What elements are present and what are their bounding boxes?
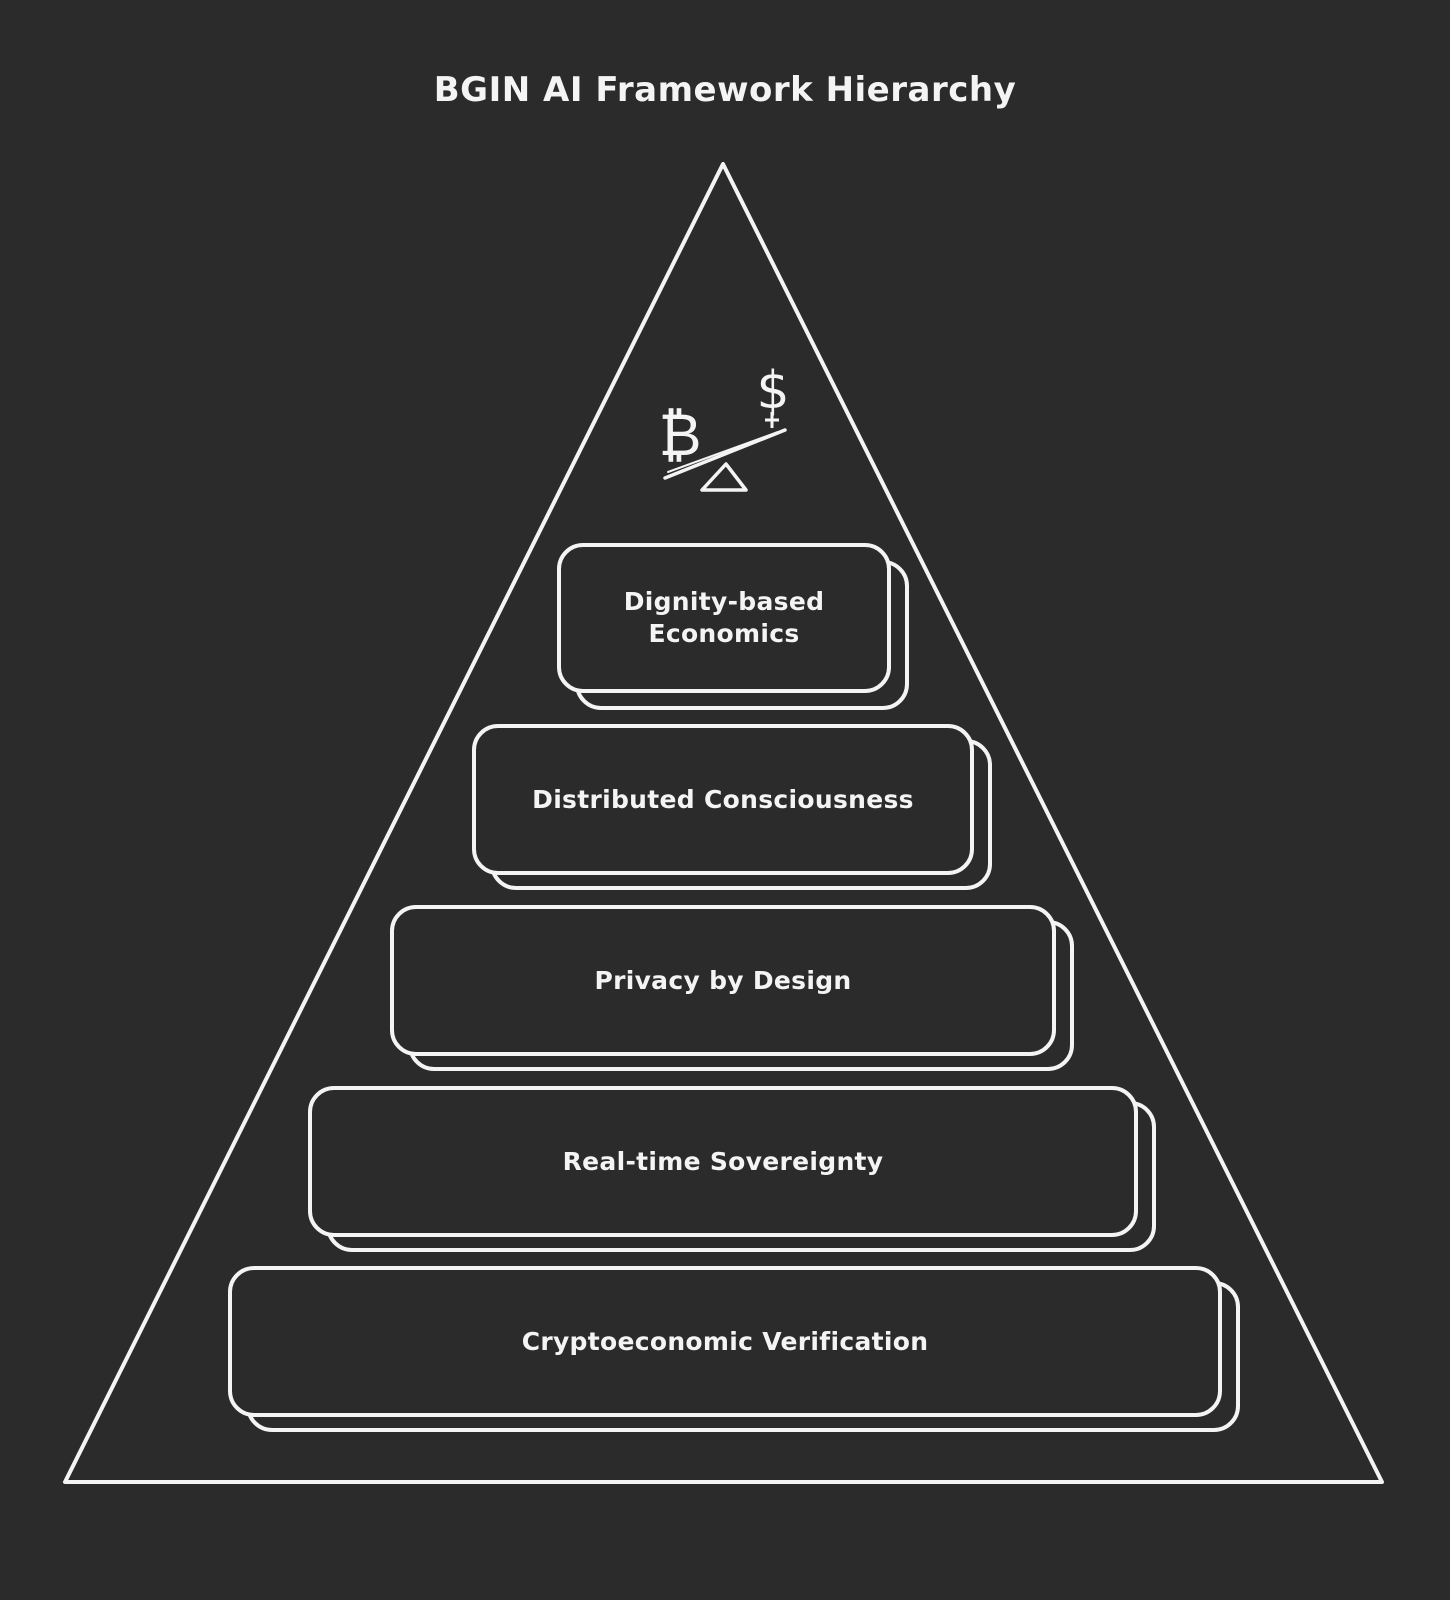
tier-label-privacy-by-design: Privacy by Design — [392, 907, 1054, 1054]
tier-label-line: Privacy by Design — [594, 965, 852, 995]
tier-label-cryptoeconomic-verification: Cryptoeconomic Verification — [230, 1268, 1220, 1415]
tier-real-time-sovereignty — [308, 1086, 1156, 1252]
tier-label-line: Dignity-based — [623, 587, 825, 616]
tier-label-distributed-consciousness: Distributed Consciousness — [474, 726, 972, 873]
tier-dignity-based-economics — [557, 543, 909, 710]
tier-label-line: Distributed Consciousness — [532, 784, 914, 814]
diagram-title: BGIN AI Framework Hierarchy — [433, 70, 1017, 110]
tier-label-real-time-sovereignty: Real-time Sovereignty — [310, 1088, 1136, 1235]
pyramid-outline — [63, 162, 1384, 1484]
tier-label-line: Cryptoeconomic Verification — [521, 1326, 929, 1356]
tier-label-line: Real-time Sovereignty — [562, 1146, 884, 1176]
tier-privacy-by-design — [390, 905, 1074, 1071]
balance-scale-bitcoin-dollar-icon: ₿ $ — [659, 361, 790, 492]
tier-label-line: Economics — [648, 619, 800, 648]
tier-distributed-consciousness — [472, 724, 992, 890]
bitcoin-symbol: ₿ — [659, 401, 702, 469]
tier-label-dignity-based-economics: Dignity-based Economics — [559, 545, 889, 691]
tier-cryptoeconomic-verification — [228, 1266, 1240, 1432]
dollar-symbol: $ — [756, 361, 789, 421]
